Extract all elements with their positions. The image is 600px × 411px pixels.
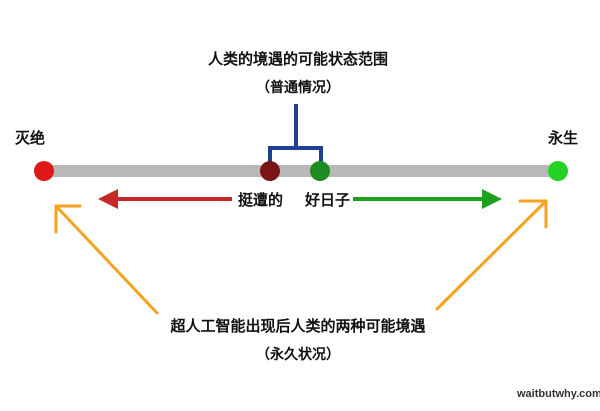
bad-times-dot bbox=[260, 161, 280, 181]
top-subtitle: （普通情况） bbox=[256, 80, 340, 96]
bottom-title: 超人工智能出现后人类的两种可能境遇 bbox=[170, 317, 426, 335]
extinction-arrow bbox=[54, 204, 159, 315]
watermark-text: waitbutwhy.com bbox=[517, 388, 600, 400]
bad-times-label: 挺遭的 bbox=[238, 191, 284, 209]
top-title: 人类的境遇的可能状态范围 bbox=[207, 50, 389, 68]
right-end-label: 永生 bbox=[548, 129, 579, 147]
good-times-dot bbox=[310, 161, 330, 181]
range-bracket bbox=[268, 104, 323, 162]
bottom-subtitle: （永久状况） bbox=[256, 347, 340, 363]
left-end-label: 灭绝 bbox=[15, 129, 46, 147]
good-times-label: 好日子 bbox=[305, 191, 351, 209]
immortality-arrow bbox=[435, 199, 548, 311]
immortality-dot bbox=[548, 161, 568, 181]
extinction-dot bbox=[34, 161, 54, 181]
